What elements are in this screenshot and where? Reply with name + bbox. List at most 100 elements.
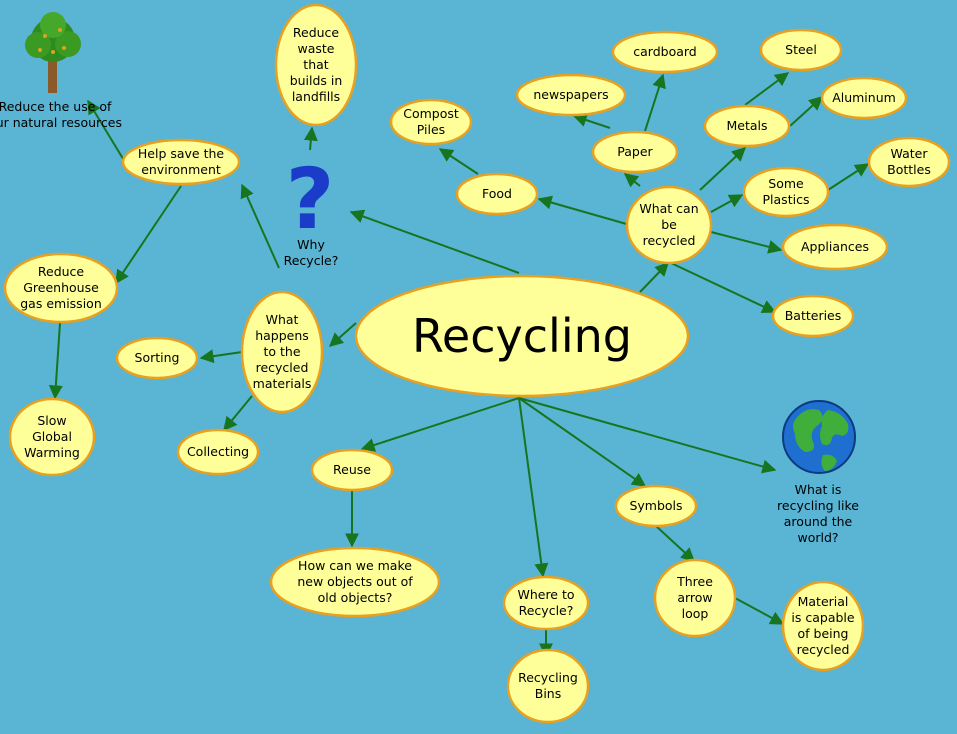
node-label: Food — [482, 186, 512, 201]
node-shape — [771, 294, 855, 338]
node-shape — [653, 558, 737, 638]
node-shape — [274, 3, 358, 127]
node-shape — [611, 30, 719, 74]
node-shape — [506, 648, 590, 724]
node-shape — [742, 166, 830, 218]
node-shape — [115, 336, 199, 380]
node-label: Recycling — [412, 309, 632, 363]
node-label: Reuse — [333, 462, 371, 477]
node-cardboard[interactable]: cardboard — [611, 30, 719, 74]
node-label: Steel — [785, 42, 817, 57]
node-collecting[interactable]: Collecting — [176, 428, 260, 476]
node-aluminum[interactable]: Aluminum — [820, 76, 908, 120]
connector-symbols-to-three — [655, 525, 696, 562]
node-shape — [240, 290, 324, 414]
node-sorting[interactable]: Sorting — [115, 336, 199, 380]
connector-food-to-compost — [438, 148, 479, 175]
node-batteries[interactable]: Batteries — [771, 294, 855, 338]
node-label: Batteries — [785, 308, 842, 323]
connector-recycling-to-where — [518, 397, 549, 578]
node-shape — [759, 28, 843, 72]
connector-plastics-to-water — [827, 163, 870, 191]
connector-recycling-to-reuse — [360, 397, 520, 452]
connector-what-can-to-food — [537, 195, 631, 226]
node-label: Metals — [726, 118, 767, 133]
node-shape — [121, 138, 241, 186]
node-newspapers[interactable]: newspapers — [515, 73, 627, 117]
node-label: newspapers — [533, 87, 608, 102]
node-shape — [703, 104, 791, 148]
question-mark-icon: ? — [286, 150, 335, 248]
connector-what-can-to-plastics — [710, 194, 744, 213]
node-label: cardboard — [633, 44, 696, 59]
node-label: Appliances — [801, 239, 869, 254]
connector-what-happens-to-sorting — [199, 349, 243, 364]
node-shape — [8, 397, 96, 477]
node-label: Symbols — [629, 498, 682, 513]
node-shape — [176, 428, 260, 476]
node-shape — [781, 580, 865, 672]
node-paper[interactable]: Paper — [591, 130, 679, 174]
node-food[interactable]: Food — [455, 172, 539, 216]
connector-what-happens-to-collecting — [223, 395, 253, 432]
node-label: Aluminum — [832, 90, 896, 105]
node-shape — [515, 73, 627, 117]
node-symbols[interactable]: Symbols — [614, 484, 698, 528]
connector-greenhouse-to-slow — [48, 322, 63, 400]
node-shape — [389, 98, 473, 146]
connector-paper-to-newspapers — [572, 113, 611, 129]
node-steel[interactable]: Steel — [759, 28, 843, 72]
node-shape — [354, 274, 690, 398]
connector-three-to-material — [734, 597, 785, 625]
node-reuse[interactable]: Reuse — [310, 448, 394, 492]
globe-icon — [782, 400, 856, 474]
node-shape — [455, 172, 539, 216]
node-metals[interactable]: Metals — [703, 104, 791, 148]
node-shape — [3, 252, 119, 324]
node-recycling[interactable]: Recycling — [354, 274, 690, 398]
node-label: Sorting — [135, 350, 180, 365]
connector-layer — [48, 72, 870, 658]
connector-paper-to-cardboard — [644, 73, 666, 132]
connector-what-can-to-paper — [623, 173, 641, 188]
svg-text:?: ? — [286, 150, 335, 248]
tree-icon — [25, 12, 81, 93]
connector-metals-to-aluminum — [789, 96, 824, 127]
node-shape — [591, 130, 679, 174]
connector-recycling-to-what-can — [639, 261, 669, 293]
node-shape — [310, 448, 394, 492]
node-shape — [614, 484, 698, 528]
node-appliances[interactable]: Appliances — [781, 223, 889, 271]
